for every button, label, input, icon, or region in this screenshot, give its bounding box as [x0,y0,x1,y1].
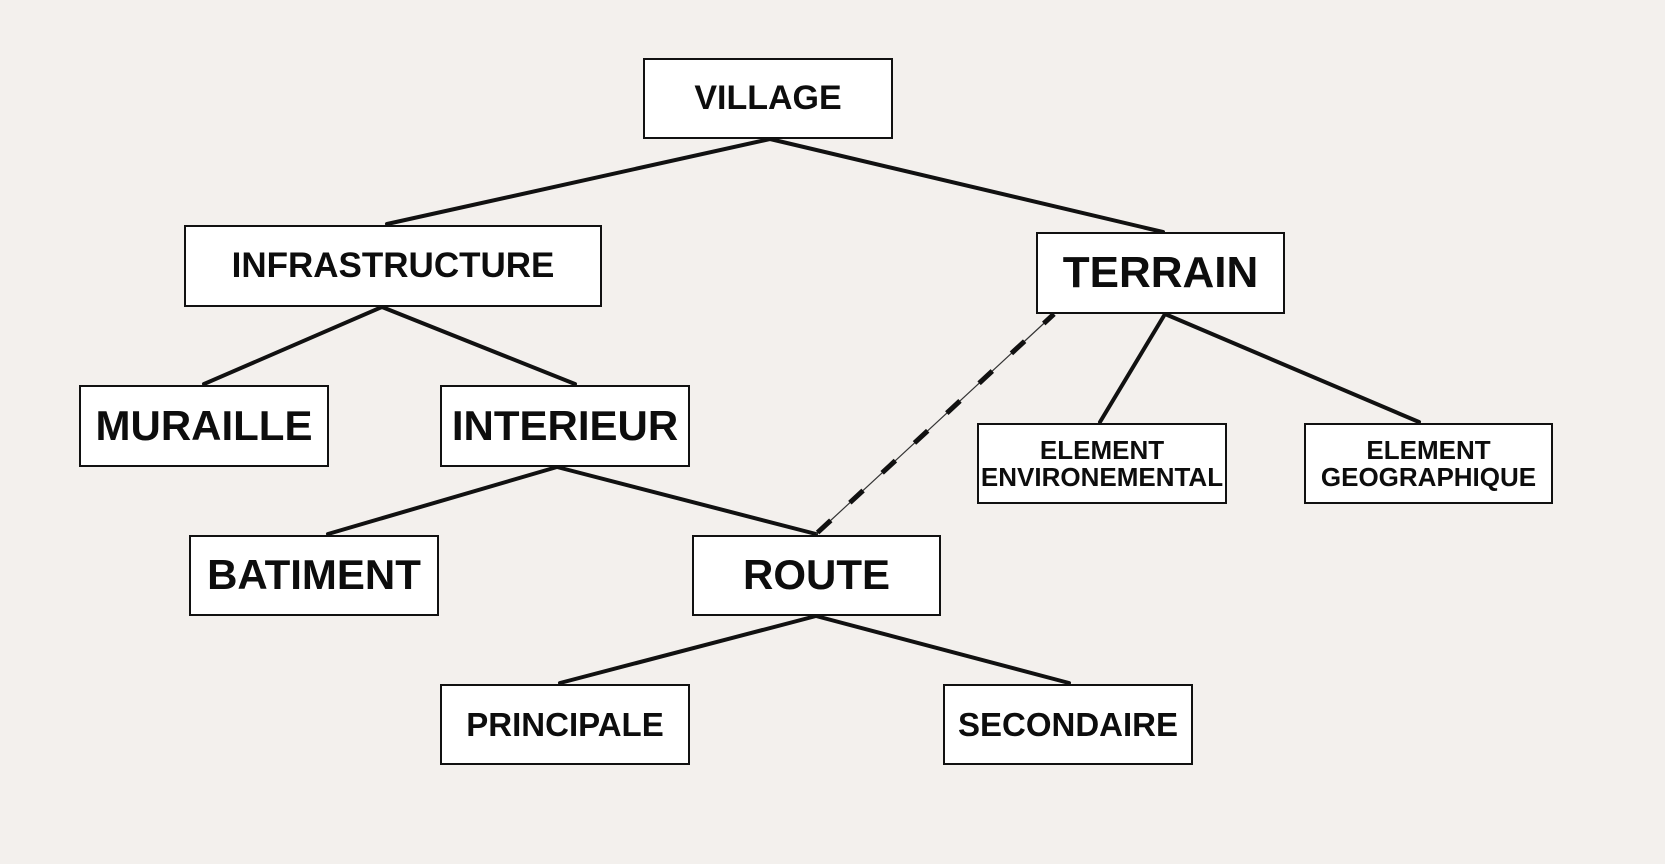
edge-infrastructure-interieur [380,305,577,386]
node-interieur: INTERIEUR [440,385,690,467]
node-secondaire: SECONDAIRE [943,684,1193,765]
edge-route-principale [558,614,818,685]
node-terrain: TERRAIN [1036,232,1285,314]
node-element-environemental: ELEMENT ENVIRONEMENTAL [977,423,1227,504]
edge-infrastructure-muraille [202,305,384,386]
node-village: VILLAGE [643,58,893,139]
edge-route-secondaire [814,614,1071,685]
node-route: ROUTE [692,535,941,616]
edge-village-terrain [768,137,1165,234]
edge-terrain-element-environemental [1098,312,1167,424]
edge-interieur-route [555,465,818,536]
edge-terrain-element-geographique [1163,312,1421,424]
node-infrastructure: INFRASTRUCTURE [184,225,602,307]
edge-terrain-route-dashed [814,312,1056,536]
node-element-geographique: ELEMENT GEOGRAPHIQUE [1304,423,1553,504]
edge-village-infrastructure [385,137,772,226]
edge-interieur-batiment [326,465,559,536]
node-muraille: MURAILLE [79,385,329,467]
node-principale: PRINCIPALE [440,684,690,765]
node-batiment: BATIMENT [189,535,439,616]
